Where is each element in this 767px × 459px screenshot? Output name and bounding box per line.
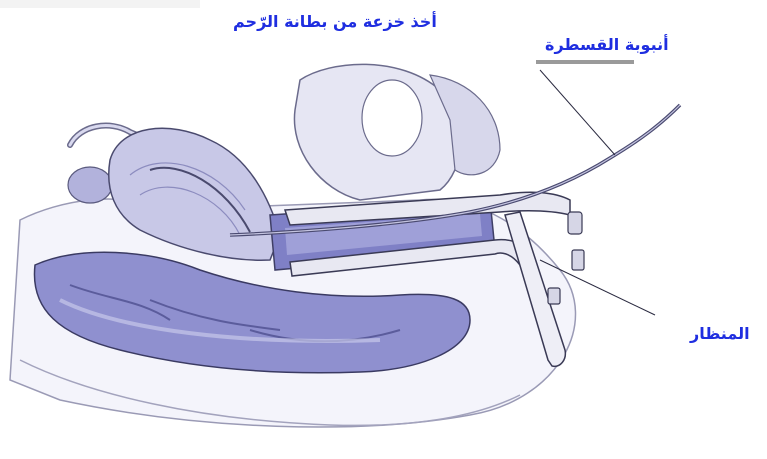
speculum-screw (548, 288, 560, 304)
ovary (68, 167, 112, 203)
catheter-leader-line (540, 70, 615, 155)
speculum-label: المنظار (690, 324, 750, 343)
speculum-joint (572, 250, 584, 270)
catheter-label: أنبوبة القسطرة (545, 35, 669, 54)
faded-header-remnant (0, 0, 200, 8)
bladder-inner (362, 80, 422, 156)
speculum-thumb-lever (568, 212, 582, 234)
catheter-label-underbar (536, 60, 634, 64)
diagram-title: أخذ خزعة من بطانة الرّحم (233, 12, 437, 31)
